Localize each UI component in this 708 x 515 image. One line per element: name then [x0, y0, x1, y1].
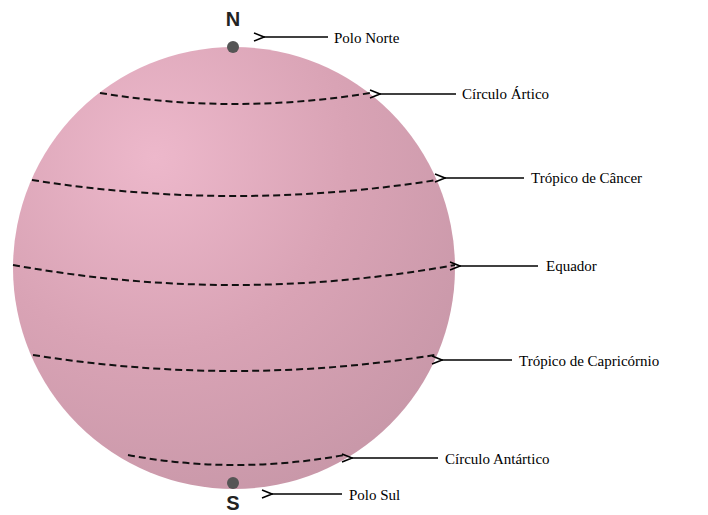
latitude-label: Polo Norte — [334, 30, 399, 47]
leader-arrow — [445, 177, 524, 179]
leader-arrow — [264, 36, 328, 38]
leader-arrow — [352, 457, 438, 459]
capricorn-tropic-line — [33, 355, 435, 371]
north-pole-dot — [227, 41, 239, 53]
latitude-label: Polo Sul — [349, 487, 400, 504]
equator-line — [13, 265, 455, 285]
latitude-lines — [13, 93, 455, 465]
latitude-label: Círculo Antártico — [445, 451, 550, 468]
south-pole-dot — [227, 477, 239, 489]
latitude-label: Equador — [546, 258, 597, 275]
pole-letter: N — [226, 8, 240, 30]
globe-sphere — [13, 47, 455, 489]
latitude-label: Trópico de Câncer — [531, 170, 642, 187]
cancer-tropic-line — [32, 180, 437, 196]
leader-arrow — [442, 359, 512, 361]
antarctic-circle-line — [128, 455, 345, 465]
arctic-circle-line — [100, 93, 370, 104]
leader-arrows — [264, 37, 538, 494]
pole-letter: S — [226, 492, 239, 514]
leader-arrow — [460, 265, 538, 267]
leader-arrow — [380, 93, 456, 95]
leader-arrow — [272, 493, 342, 495]
latitude-label: Círculo Ártico — [462, 86, 549, 103]
latitude-label: Trópico de Capricórnio — [519, 353, 659, 370]
